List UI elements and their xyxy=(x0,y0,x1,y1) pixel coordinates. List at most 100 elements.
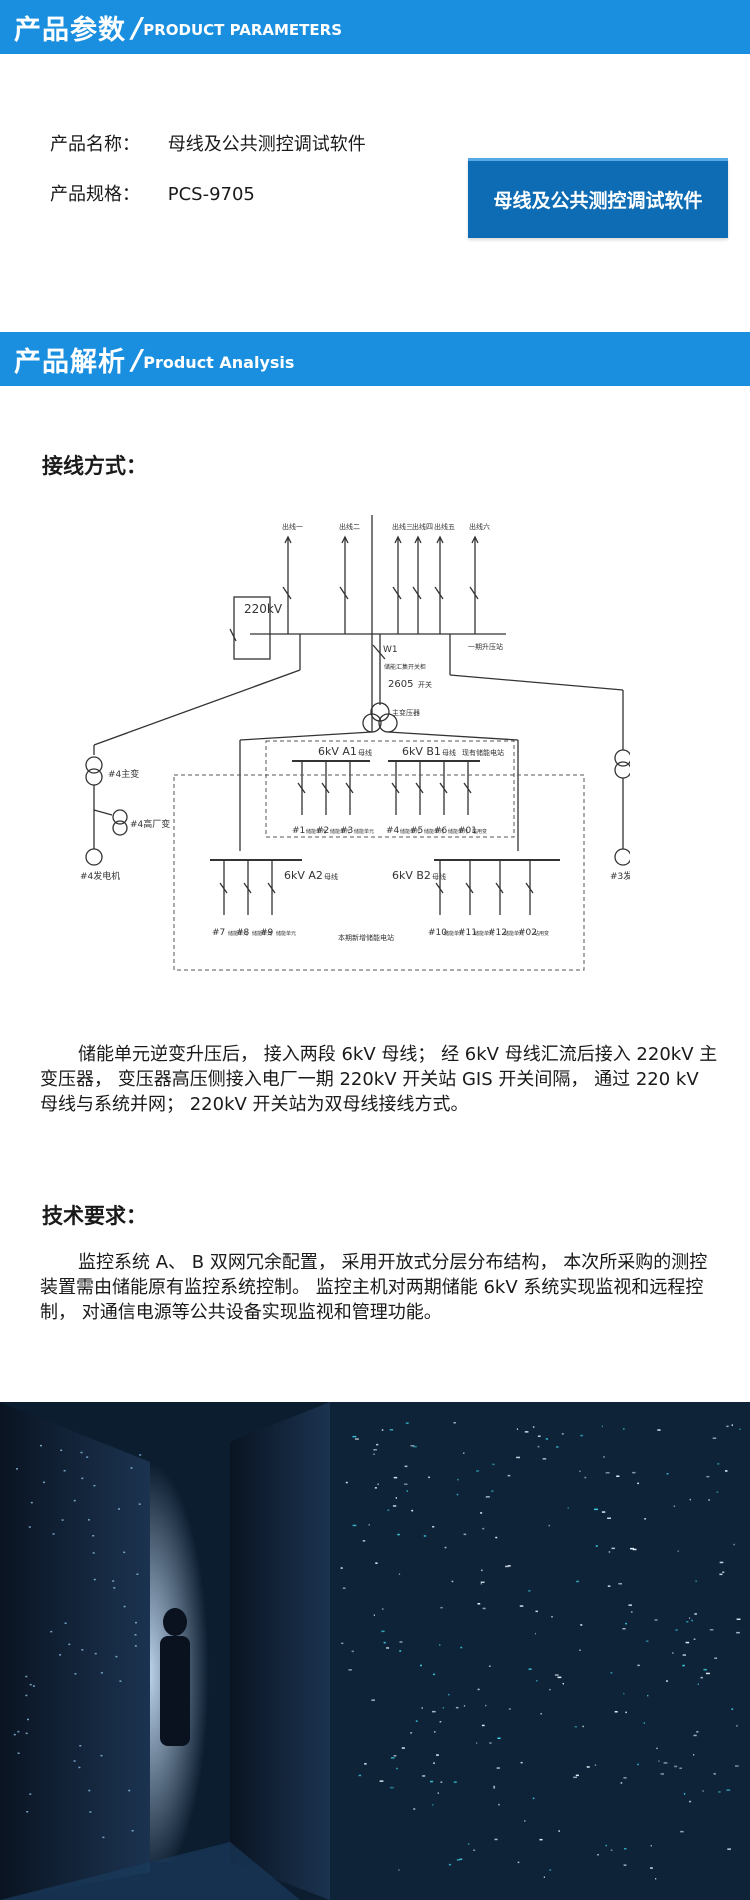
rack-led xyxy=(434,1731,436,1733)
rack-led xyxy=(395,1767,398,1770)
rack-led xyxy=(696,1731,699,1733)
rack-led xyxy=(25,1694,28,1697)
rack-led xyxy=(683,1793,686,1795)
rack-led xyxy=(625,1711,627,1714)
rack-led xyxy=(432,1526,435,1528)
tech-heading: 技术要求： xyxy=(42,1204,147,1228)
rack-led xyxy=(637,1763,639,1766)
rack-led xyxy=(536,1680,538,1682)
rack-led xyxy=(404,1483,408,1485)
rack-led xyxy=(655,1878,657,1880)
upper-feeder-suffix: 储能单元 xyxy=(330,828,350,835)
section-subtitle: Product Analysis xyxy=(143,352,295,372)
rack-led xyxy=(579,1649,581,1651)
rack-led xyxy=(16,1468,18,1470)
rack-led xyxy=(393,1476,398,1479)
rack-led xyxy=(689,1800,692,1803)
rack-led xyxy=(399,1650,402,1652)
rack-led xyxy=(597,1854,599,1856)
rack-led xyxy=(79,1745,82,1747)
rack-led xyxy=(463,1533,467,1536)
rack-led xyxy=(433,1673,435,1676)
rack-led xyxy=(607,1517,611,1519)
rack-led xyxy=(134,1645,137,1647)
rack-led xyxy=(383,1641,386,1644)
rack-led xyxy=(691,1619,693,1622)
rack-led xyxy=(542,1458,547,1460)
rack-led xyxy=(519,1605,524,1607)
rack-led xyxy=(433,1762,435,1764)
rack-led xyxy=(719,1573,723,1576)
rack-led xyxy=(601,1511,606,1513)
rack-led xyxy=(616,1475,620,1477)
rack-led xyxy=(131,1830,134,1832)
bus-b2-label: 6kV B2 xyxy=(392,869,431,882)
rack-led xyxy=(537,1435,541,1437)
rack-led xyxy=(535,1610,538,1613)
rack-led xyxy=(88,1789,91,1792)
rack-led xyxy=(436,1754,439,1756)
rack-led xyxy=(637,1664,640,1667)
rack-led xyxy=(87,1519,90,1521)
rack-led xyxy=(371,1699,375,1701)
rack-led xyxy=(118,1508,120,1510)
rack-led xyxy=(549,1688,551,1691)
rack-led xyxy=(709,1629,714,1631)
rack-led xyxy=(440,1781,443,1783)
rack-led xyxy=(718,1791,721,1793)
rack-led xyxy=(439,1644,441,1646)
rack-led xyxy=(373,1453,375,1455)
server-room-photo xyxy=(0,1402,750,1900)
rack-led xyxy=(342,1587,346,1589)
rack-led xyxy=(693,1734,697,1737)
param-name-row: 产品名称： 母线及公共测控调试软件 xyxy=(50,130,366,156)
tech-paragraph: 监控系统 A、 B 双网冗余配置， 采用开放式分层分布结构， 本次所采购的测控装… xyxy=(40,1250,720,1325)
rack-led xyxy=(736,1725,738,1727)
rack-led xyxy=(32,1685,35,1687)
rack-led xyxy=(540,1713,542,1715)
rack-led xyxy=(650,1845,652,1847)
rack-led xyxy=(476,1470,480,1472)
rack-led xyxy=(579,1470,581,1473)
rack-led xyxy=(674,1765,678,1768)
rack-led xyxy=(656,1747,658,1750)
lower-feeder-suffix: 储能单元 xyxy=(474,930,494,937)
rack-led xyxy=(463,1452,465,1454)
rack-led xyxy=(717,1463,720,1465)
rack-led xyxy=(545,1438,548,1440)
rack-led xyxy=(100,1672,103,1674)
param-spec-row: 产品规格： PCS-9705 xyxy=(50,180,255,206)
rack-led xyxy=(645,1640,649,1642)
rack-led xyxy=(601,1425,603,1428)
rack-led xyxy=(81,1477,84,1480)
rack-led xyxy=(660,1773,664,1775)
rack-led xyxy=(439,1721,442,1723)
rack-led xyxy=(410,1732,413,1734)
rack-led xyxy=(532,1426,535,1428)
param-name-value: 母线及公共测控调试软件 xyxy=(167,134,366,155)
upper-feeder-suffix: 储能单元 xyxy=(448,828,468,835)
rack-led xyxy=(706,1475,710,1478)
rack-led xyxy=(524,1431,529,1433)
rack-led xyxy=(448,1863,452,1866)
section-title: 产品参数 xyxy=(14,14,126,46)
bus-a2-label: 6kV A2 xyxy=(284,869,323,882)
rack-led xyxy=(392,1505,397,1507)
rack-led xyxy=(60,1449,63,1452)
rack-led xyxy=(524,1820,526,1822)
rack-led xyxy=(43,1481,45,1484)
rack-led xyxy=(456,1859,461,1861)
rack-led xyxy=(459,1858,463,1860)
rack-led xyxy=(554,1674,559,1676)
rack-led xyxy=(573,1776,577,1779)
rack-led xyxy=(548,1524,550,1527)
rack-led xyxy=(736,1631,740,1634)
rack-led xyxy=(733,1543,735,1546)
rack-led xyxy=(352,1435,357,1438)
rack-led xyxy=(735,1765,739,1767)
lower-feeder-suffix: 储能单元 xyxy=(228,930,248,937)
rack-led xyxy=(387,1509,390,1511)
rack-led xyxy=(516,1428,518,1430)
upper-feeder-suffix: 储能单元 xyxy=(306,828,326,835)
rack-led xyxy=(567,1507,569,1509)
